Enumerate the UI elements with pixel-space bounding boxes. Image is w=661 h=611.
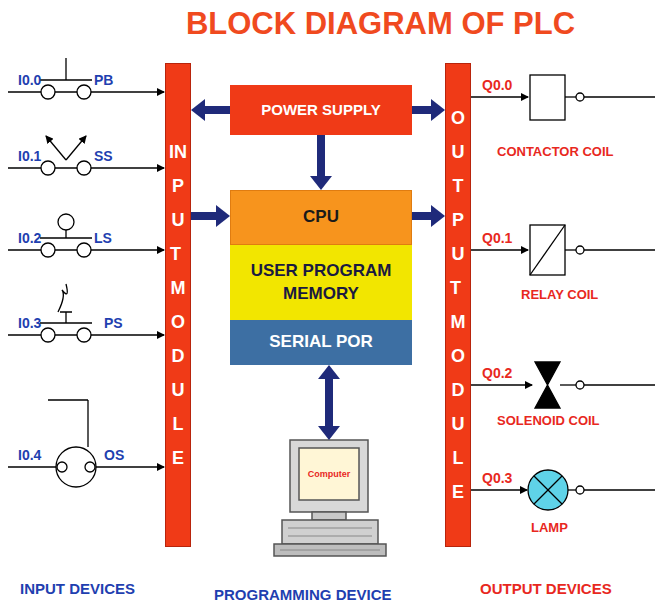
node-text: POWER SUPPLY xyxy=(261,100,380,120)
device-label: LS xyxy=(94,230,112,246)
device-label: SS xyxy=(94,148,113,164)
cpu-box: CPU xyxy=(230,190,412,245)
node-text: Computer xyxy=(308,469,351,481)
device-label: RELAY COIL xyxy=(521,287,598,302)
output-module-band: OUTPUT MODULE xyxy=(445,63,471,547)
node-text: INPUT MODULE xyxy=(169,135,187,475)
device-label: PS xyxy=(104,315,123,331)
block-arrow xyxy=(412,99,445,121)
device-label: CONTACTOR COIL xyxy=(497,144,614,159)
device-label: I0.4 xyxy=(18,447,41,463)
memory-box: USER PROGRAM MEMORY xyxy=(230,245,412,320)
device-label: PROGRAMMING DEVICE xyxy=(214,586,392,603)
device-label: Q0.0 xyxy=(482,77,512,93)
block-arrow xyxy=(191,99,230,121)
device-label: PB xyxy=(94,72,113,88)
node-text: SERIAL POR xyxy=(269,331,373,353)
serial-port-box: SERIAL POR xyxy=(230,320,412,365)
device-label: Q0.2 xyxy=(482,365,512,381)
device-label: LAMP xyxy=(531,520,568,535)
device-label: I0.1 xyxy=(18,148,41,164)
device-label: I0.3 xyxy=(18,315,41,331)
block-arrow xyxy=(412,205,445,227)
input-module-band: INPUT MODULE xyxy=(165,63,191,547)
device-label: I0.2 xyxy=(18,230,41,246)
node-text: USER PROGRAM MEMORY xyxy=(246,260,396,304)
programming-computer: Computer xyxy=(290,440,368,510)
power-supply-box: POWER SUPPLY xyxy=(230,85,412,135)
node-text: OUTPUT MODULE xyxy=(449,101,467,509)
device-label: OS xyxy=(104,447,124,463)
device-label: INPUT DEVICES xyxy=(20,580,135,597)
device-label: Q0.3 xyxy=(482,470,512,486)
diagram-title: BLOCK DIAGRAM OF PLC xyxy=(100,6,661,42)
device-label: I0.0 xyxy=(18,72,41,88)
node-text: CPU xyxy=(303,206,339,228)
device-label: SOLENOID COIL xyxy=(497,413,600,428)
block-arrow xyxy=(191,205,230,227)
block-arrow xyxy=(318,365,340,440)
device-label: OUTPUT DEVICES xyxy=(480,580,612,597)
block-arrow xyxy=(310,135,332,190)
device-label: Q0.1 xyxy=(482,230,512,246)
